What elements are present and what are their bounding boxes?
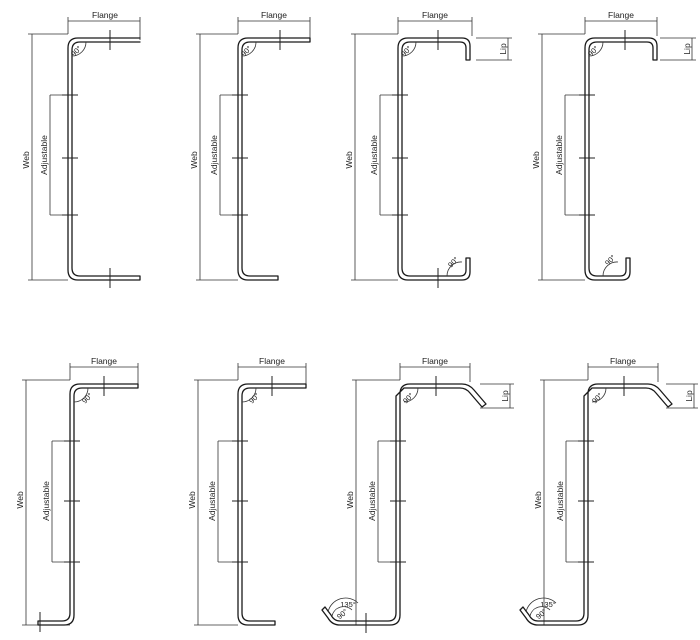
adjustable-label: Adjustable	[39, 135, 49, 175]
profile-panel-5: Web Adjustable Flange 90°	[15, 356, 139, 632]
web-label: Web	[344, 151, 354, 169]
angle-90-label: 90°	[586, 44, 600, 58]
profile-panel-3: Web Adjustable Flange Lip 90° 90°	[344, 10, 512, 288]
flange-label: Flange	[610, 356, 636, 366]
steel-section	[321, 383, 487, 626]
flange-label: Flange	[608, 10, 634, 20]
adjustable-label: Adjustable	[207, 481, 217, 521]
steel-section	[67, 37, 141, 281]
angle-135-label: 135°	[340, 600, 356, 609]
flange-label: Flange	[91, 356, 117, 366]
flange-label: Flange	[259, 356, 285, 366]
profile-panel-4: Web Adjustable Flange Lip 90° 90°	[531, 10, 696, 281]
web-label: Web	[15, 491, 25, 509]
angle-90-label: 90°	[69, 44, 83, 58]
steel-section	[519, 383, 673, 626]
angle-90-label: 90°	[590, 391, 604, 405]
steel-section	[37, 383, 139, 626]
adjustable-label: Adjustable	[554, 135, 564, 175]
web-label: Web	[345, 491, 355, 509]
lip-label: Lip	[500, 390, 510, 402]
profile-panel-8: Web Adjustable Flange Lip 90° 135° 90°	[519, 356, 698, 626]
angle-90-label: 90°	[399, 44, 413, 58]
profile-panel-1: Web Adjustable Flange 90°	[21, 10, 141, 288]
web-label: Web	[533, 491, 543, 509]
steel-section	[237, 37, 311, 281]
lip-label: Lip	[684, 390, 694, 402]
profile-panel-7: Web Adjustable Flange Lip 90° 135° 90°	[321, 356, 514, 633]
angle-90-label: 90°	[247, 391, 261, 405]
adjustable-label: Adjustable	[209, 135, 219, 175]
profile-panel-6: Web Adjustable Flange 90°	[187, 356, 307, 626]
profile-panel-2: Web Adjustable Flange 90°	[189, 10, 311, 281]
web-label: Web	[531, 151, 541, 169]
flange-label: Flange	[261, 10, 287, 20]
angle-90-label-bottom: 90°	[534, 607, 548, 621]
adjustable-label: Adjustable	[367, 481, 377, 521]
adjustable-label: Adjustable	[555, 481, 565, 521]
lip-label: Lip	[498, 43, 508, 55]
steel-section	[237, 383, 307, 626]
web-label: Web	[21, 151, 31, 169]
flange-label: Flange	[92, 10, 118, 20]
adjustable-label: Adjustable	[369, 135, 379, 175]
web-label: Web	[189, 151, 199, 169]
steel-section	[584, 37, 658, 281]
angle-90-label: 90°	[239, 44, 253, 58]
steel-section	[397, 37, 471, 281]
angle-135-label: 135°	[540, 600, 556, 609]
adjustable-label: Adjustable	[41, 481, 51, 521]
flange-label: Flange	[422, 10, 448, 20]
lip-label: Lip	[682, 43, 692, 55]
flange-label: Flange	[422, 356, 448, 366]
angle-90-label-bottom: 90°	[335, 607, 349, 621]
angle-90-label-bottom: 90°	[603, 253, 617, 267]
web-label: Web	[187, 491, 197, 509]
